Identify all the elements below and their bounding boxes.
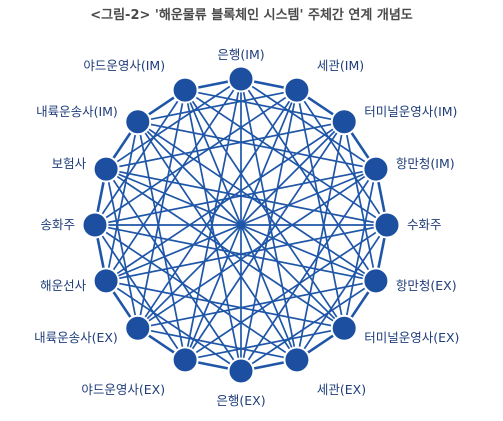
label-bank-im: 은행(IM): [217, 47, 264, 62]
node-shipper: [81, 211, 109, 239]
edge-inland-ex-insurer: [105, 168, 139, 330]
edge-inland-ex-customs-im: [136, 89, 298, 330]
edge-shipper-yard-im: [94, 89, 186, 226]
edge-customs-ex-inland-ex: [136, 327, 298, 361]
edge-bank-ex-carrier: [105, 280, 242, 372]
node-yard-im: [171, 76, 199, 104]
label-customs-im: 세관(IM): [317, 58, 364, 73]
edge-customs-im-consignee: [296, 89, 388, 226]
node-customs-ex: [283, 346, 311, 374]
edge-port-authority-im-terminal-ex: [343, 168, 377, 330]
node-yard-ex: [171, 346, 199, 374]
edge-yard-im-consignee: [184, 89, 388, 226]
edge-carrier-terminal-im: [105, 120, 346, 282]
node-carrier: [92, 267, 120, 295]
edge-shipper-port-authority-im: [94, 168, 377, 226]
label-customs-ex: 세관(EX): [317, 382, 366, 397]
edge-consignee-carrier: [105, 224, 388, 282]
edge-insurer-bank-im: [105, 78, 242, 170]
node-customs-im: [283, 76, 311, 104]
edge-bank-ex-yard-im: [184, 89, 242, 372]
node-layer: [81, 65, 401, 385]
label-yard-ex: 야드운영사(EX): [81, 382, 165, 397]
label-terminal-ex: 터미널운영사(EX): [364, 330, 459, 345]
label-terminal-im: 터미널운영사(IM): [364, 104, 457, 119]
label-bank-ex: 은행(EX): [216, 393, 265, 408]
edge-customs-im-bank-ex: [240, 89, 298, 372]
edge-customs-ex-inland-im: [136, 120, 298, 361]
label-consignee: 수화주: [407, 217, 442, 232]
node-inland-ex: [124, 314, 152, 342]
node-consignee: [373, 211, 401, 239]
edge-terminal-ex-yard-ex: [184, 327, 346, 361]
edge-port-authority-ex-bank-ex: [240, 280, 377, 372]
edge-inland-im-port-authority-ex: [136, 120, 377, 282]
node-port-authority-im: [362, 155, 390, 183]
node-insurer: [92, 155, 120, 183]
label-shipper: 송화주: [40, 217, 75, 232]
edge-yard-ex-bank-im: [184, 78, 242, 361]
edge-insurer-terminal-im: [105, 120, 346, 170]
label-yard-im: 야드운영사(IM): [83, 58, 165, 73]
edge-yard-im-terminal-ex: [184, 89, 346, 330]
edge-port-authority-ex-shipper: [94, 224, 377, 282]
edge-yard-im-terminal-im: [184, 89, 346, 123]
label-carrier: 해운선사: [40, 278, 87, 293]
edge-bank-im-port-authority-im: [240, 78, 377, 170]
edge-shipper-customs-im: [94, 89, 298, 226]
node-inland-im: [124, 108, 152, 136]
edge-inland-im-port-authority-im: [136, 120, 377, 170]
node-bank-im: [227, 65, 255, 93]
edge-bank-im-customs-ex: [240, 78, 298, 361]
edge-carrier-inland-im: [105, 120, 139, 282]
edge-terminal-ex-insurer: [105, 168, 346, 330]
diagram-title: <그림-2> '해운물류 블록체인 시스템' 주체간 연계 개념도: [90, 8, 413, 23]
edge-terminal-im-yard-ex: [184, 120, 346, 361]
node-terminal-im: [330, 108, 358, 136]
edge-yard-ex-shipper: [94, 224, 186, 361]
label-port-authority-ex: 항만청(EX): [396, 278, 457, 293]
node-bank-ex: [227, 357, 255, 385]
node-terminal-ex: [330, 314, 358, 342]
edge-terminal-im-port-authority-ex: [343, 120, 377, 282]
edge-consignee-customs-ex: [296, 224, 388, 361]
label-inland-im: 내륙운송사(IM): [36, 104, 118, 119]
edge-port-authority-im-inland-ex: [136, 168, 377, 330]
label-port-authority-im: 항만청(IM): [396, 156, 455, 171]
edge-insurer-consignee: [105, 168, 388, 226]
label-insurer: 보험사: [52, 156, 87, 171]
label-inland-ex: 내륙운송사(EX): [34, 330, 118, 345]
edge-inland-im-customs-im: [136, 89, 298, 123]
node-port-authority-ex: [362, 267, 390, 295]
